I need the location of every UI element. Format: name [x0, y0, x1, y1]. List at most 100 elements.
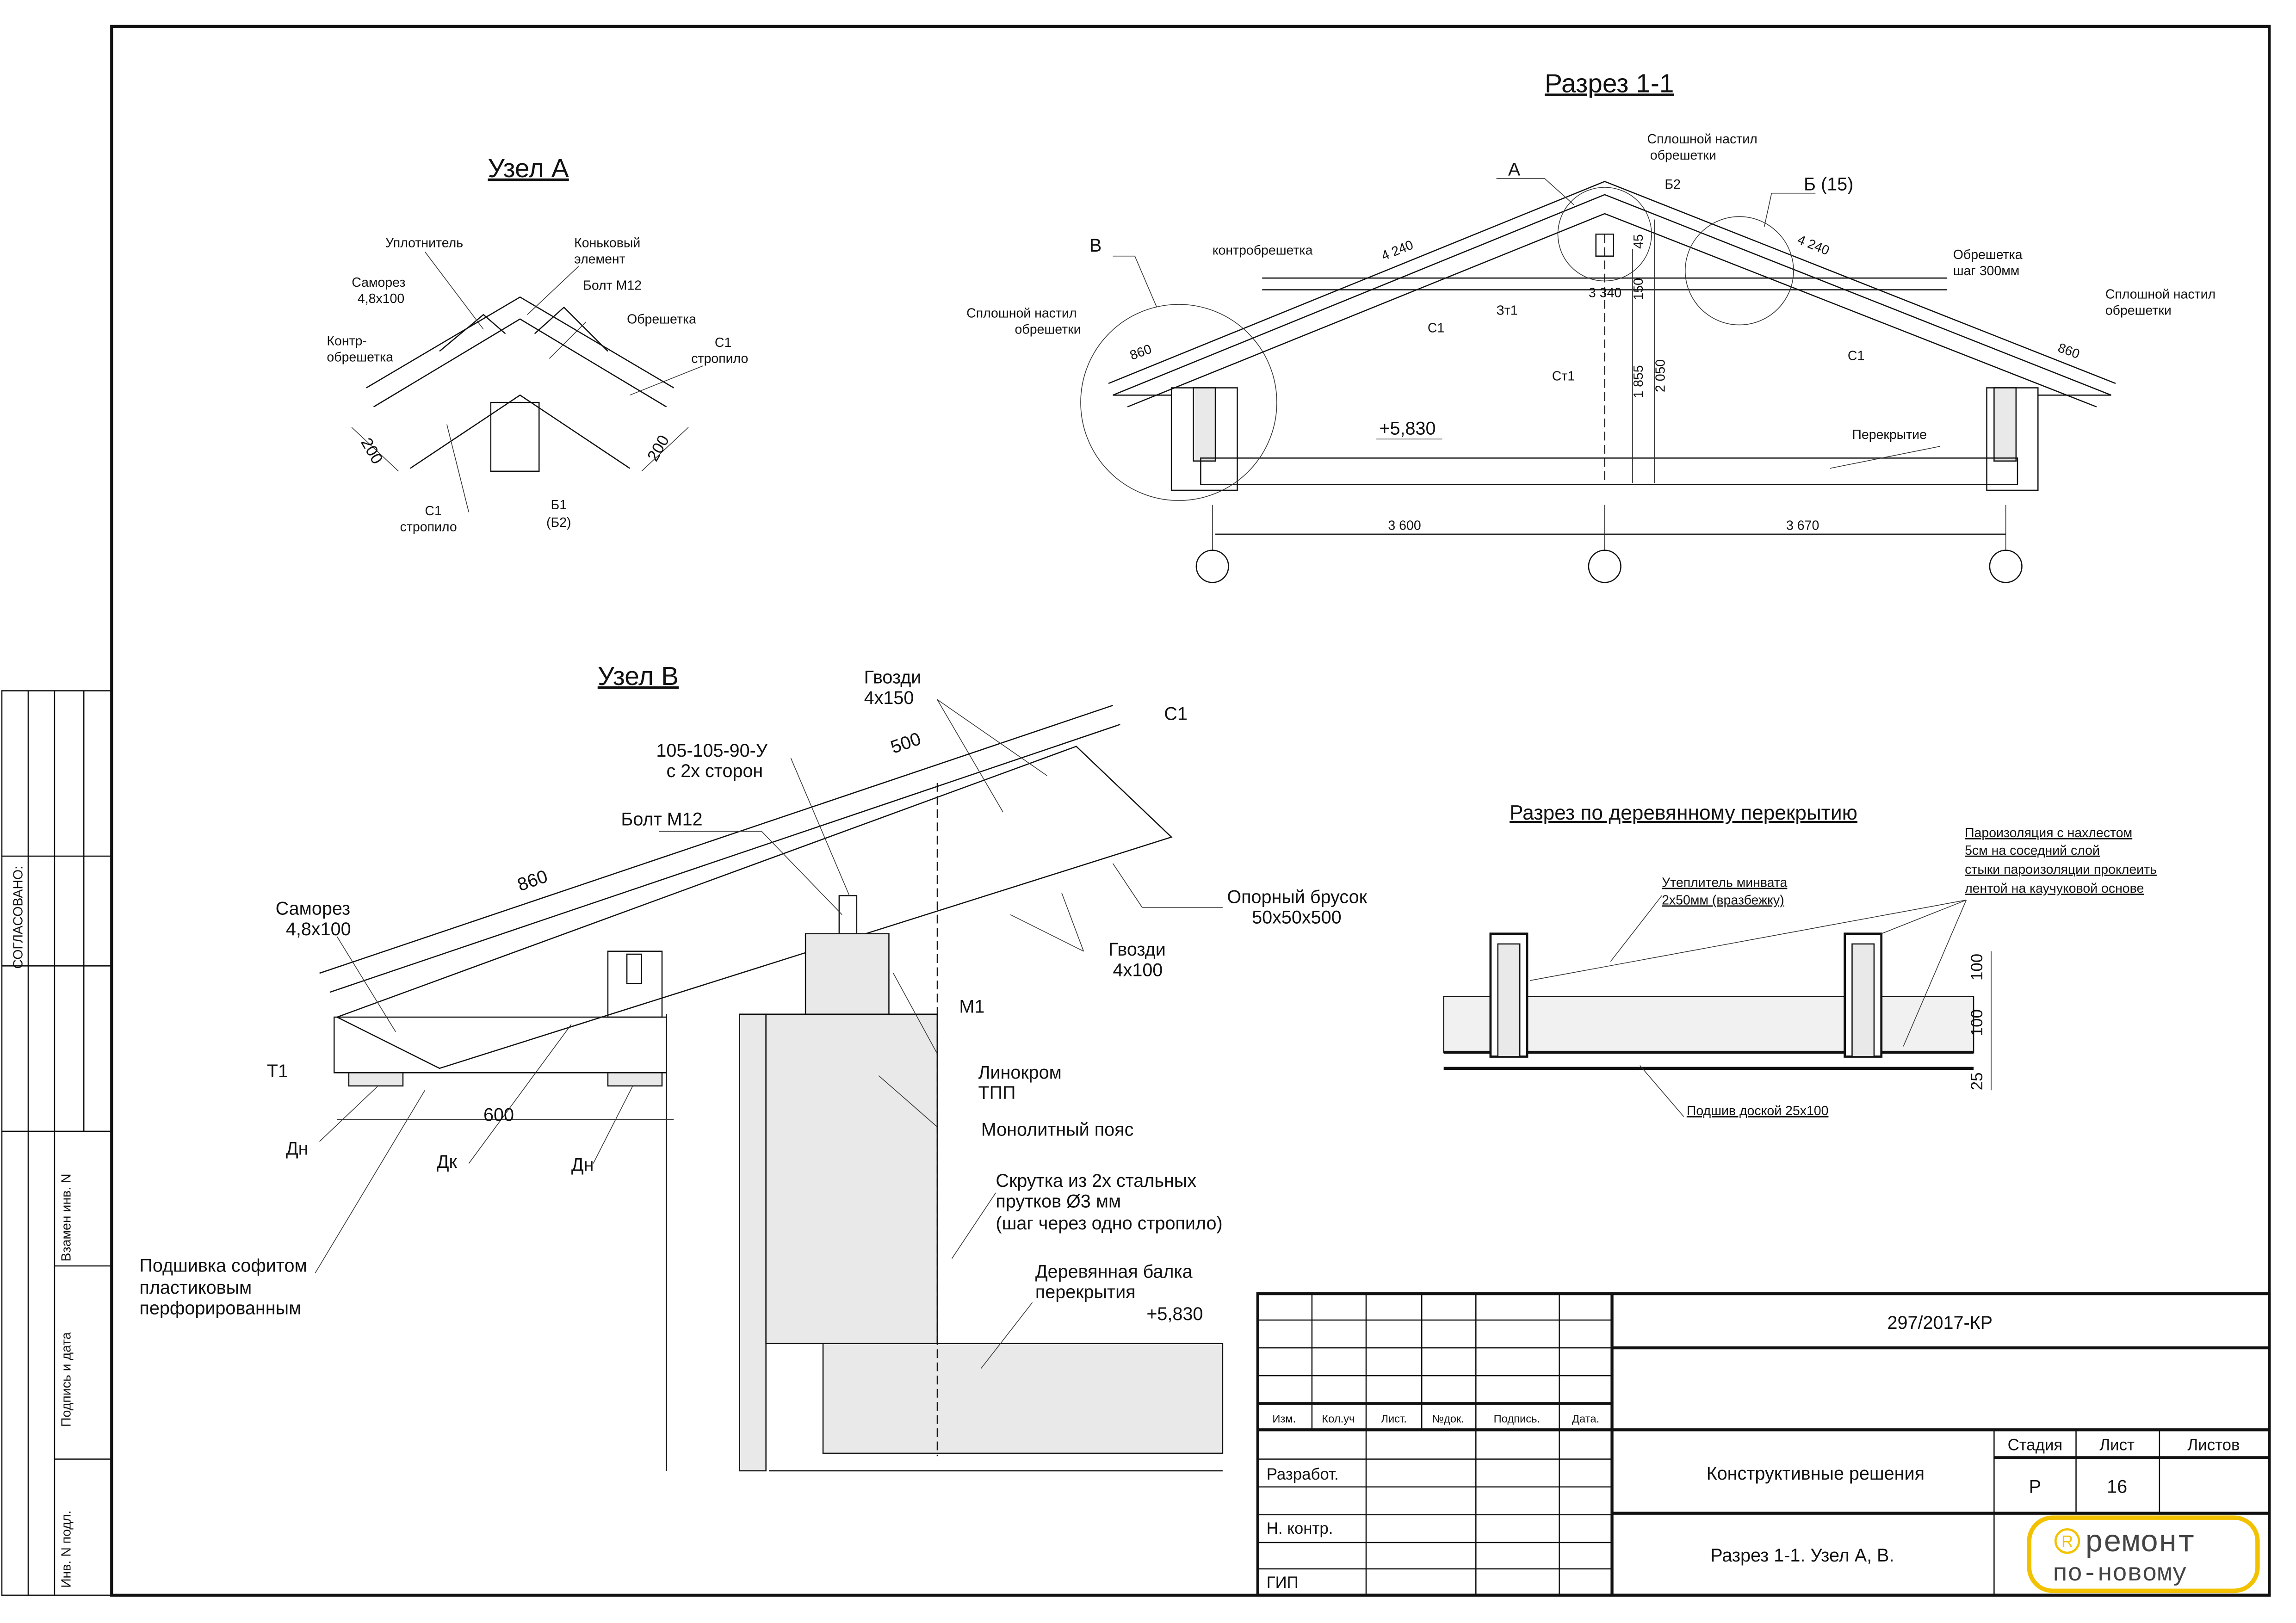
ridge-label-1: Коньковый	[574, 236, 640, 251]
batten-label-2: шаг 300мм	[1953, 264, 2020, 278]
vapor-label-4: лентой на каучуковой основе	[1965, 881, 2144, 896]
vapor-label-3: стыки пароизоляции проклеить	[1965, 862, 2157, 877]
callout-b2: Б2	[1665, 177, 1681, 192]
twist-label-1: Скрутка из 2х стальных	[996, 1171, 1196, 1191]
bolt-label: Болт М12	[621, 809, 702, 830]
header-kol-uch: Кол.уч	[1322, 1413, 1355, 1426]
screw-label-1: Саморез	[352, 275, 405, 290]
dim-25: 25	[1968, 1073, 1986, 1091]
callout-b15: Б (15)	[1804, 174, 1853, 194]
vapor-label-1: Пароизоляция с нахлестом	[1965, 826, 2132, 840]
t1-label: Т1	[267, 1061, 288, 1081]
logo-line-2: по-новому	[2053, 1560, 2187, 1588]
bracket-label-1: 105-105-90-У	[656, 741, 767, 761]
beam-label-2: (Б2)	[546, 515, 571, 530]
belt-label: Монолитный пояс	[981, 1119, 1134, 1140]
ceiling-label: Подшив доской 25х100	[1687, 1104, 1829, 1118]
support-label-1: Опорный брусок	[1227, 887, 1367, 907]
role-chief-engineer: ГИП	[1267, 1574, 1299, 1592]
batten-label: Обрешетка	[627, 312, 696, 327]
right-deck-label-1: Сплошной настил	[2105, 287, 2216, 302]
seal-label: Уплотнитель	[385, 236, 463, 251]
rafter-right-label: С1	[1848, 348, 1864, 363]
document-code: 297/2017-КР	[1888, 1313, 1993, 1333]
rafter-right-label-1: С1	[715, 335, 731, 350]
left-deck-label-2: обрешетки	[1015, 322, 1081, 337]
node-v-title: Узел В	[598, 661, 679, 691]
callout-v: В	[1089, 235, 1102, 256]
dn-left-label: Дн	[286, 1138, 309, 1159]
company-logo: R ремонт по-новому	[2027, 1515, 2260, 1593]
soffit-label-1: Подшивка софитом	[139, 1256, 307, 1276]
soffit-label-2: пластиковым	[139, 1277, 252, 1298]
rafter-left-label-1: С1	[425, 504, 441, 518]
nails-top-label-2: 4х150	[864, 688, 914, 708]
title-block: 297/2017-КР Изм. Кол.уч Лист. №док. Подп…	[1256, 1292, 2271, 1597]
header-list: Лист.	[1381, 1413, 1407, 1426]
dim-150: 150	[1631, 278, 1646, 300]
support-label-2: 50х50х500	[1252, 907, 1342, 928]
screw-label-2: 4,8х100	[358, 291, 404, 306]
logo-mark: R	[2061, 1532, 2073, 1550]
tie-length-dim: 3 340	[1589, 285, 1621, 300]
nails-bottom-label-1: Гвозди	[1108, 939, 1166, 960]
level-label: +5,830	[1146, 1304, 1203, 1324]
sheet-header: Лист	[2099, 1436, 2135, 1454]
rafter-right-label-2: стропило	[691, 352, 748, 366]
soffit-label-3: перфорированным	[139, 1298, 301, 1318]
beam-label-1: Б1	[551, 498, 567, 512]
counter-label-1: Контр-	[327, 334, 367, 349]
header-signature: Подпись.	[1494, 1413, 1540, 1426]
dim-2050: 2 050	[1653, 359, 1668, 392]
vapor-label-2: 5см на соседний слой	[1965, 843, 2100, 858]
document-title: Конструктивные решения	[1707, 1463, 1925, 1484]
node-v: Узел В Гвозди 4х150 С1 105-10	[139, 661, 1368, 1472]
dim-45: 45	[1631, 234, 1646, 249]
stamp-strip: СОГЛАСОВАНО: Взамен инв. N Подпись и дат…	[1, 690, 112, 1596]
right-deck-label-2: обрешетки	[2105, 303, 2172, 318]
tie-label: Зт1	[1497, 303, 1518, 318]
node-a-title: Узел А	[488, 154, 569, 183]
linocrom-label-2: ТПП	[978, 1083, 1015, 1103]
callout-a: А	[1508, 160, 1521, 180]
dk-label: Дк	[437, 1152, 458, 1172]
dn-right-label: Дн	[571, 1154, 594, 1175]
ridge-deck-label-2: обрешетки	[1650, 148, 1716, 163]
linocrom-label-1: Линокром	[978, 1062, 1061, 1083]
dim-100-top: 100	[1968, 954, 1986, 981]
stage-header: Стадия	[2008, 1436, 2063, 1454]
role-norm-control: Н. контр.	[1267, 1519, 1333, 1537]
sheet-value: 16	[2107, 1476, 2127, 1497]
batten-label-1: Обрешетка	[1953, 247, 2023, 262]
dim-600: 600	[483, 1105, 514, 1125]
stage-value: Р	[2029, 1476, 2041, 1497]
sheet-title: Разрез 1-1. Узел А, В.	[1710, 1545, 1894, 1566]
bracket-label-2: с 2х сторон	[667, 761, 763, 781]
beam-label-1: Деревянная балка	[1035, 1261, 1193, 1282]
rafter-left-label: С1	[1428, 321, 1444, 335]
level-label: +5,830	[1379, 419, 1436, 439]
counter-batten-label: контробрешетка	[1213, 243, 1313, 258]
section-1-1-title: Разрез 1-1	[1545, 68, 1674, 98]
nails-bottom-label-2: 4х100	[1113, 960, 1163, 980]
screw-label-1: Саморез	[276, 899, 350, 919]
header-doc-no: №док.	[1432, 1413, 1464, 1426]
ridge-label-2: элемент	[574, 252, 625, 267]
insulation-label-2: 2х50мм (вразбежку)	[1662, 893, 1784, 907]
twist-label-2: прутков Ø3 мм	[996, 1191, 1121, 1211]
post-label: Ст1	[1552, 369, 1575, 384]
dim-100-bottom: 100	[1968, 1009, 1986, 1036]
agreed-label: СОГЛАСОВАНО:	[11, 866, 25, 969]
rafter-label: С1	[1164, 704, 1188, 724]
header-date: Дата.	[1572, 1413, 1599, 1426]
left-deck-label-1: Сплошной настил	[966, 306, 1077, 321]
nails-top-label-1: Гвозди	[864, 667, 922, 688]
sheets-header: Листов	[2187, 1436, 2240, 1454]
inv-orig-label: Инв. N подл.	[59, 1511, 74, 1588]
header-izm: Изм.	[1272, 1413, 1296, 1426]
logo-line-1: ремонт	[2085, 1526, 2196, 1561]
rafter-left-label-2: стропило	[400, 520, 457, 535]
m1-label: М1	[959, 997, 984, 1017]
span-right-dim: 3 670	[1786, 518, 1819, 533]
